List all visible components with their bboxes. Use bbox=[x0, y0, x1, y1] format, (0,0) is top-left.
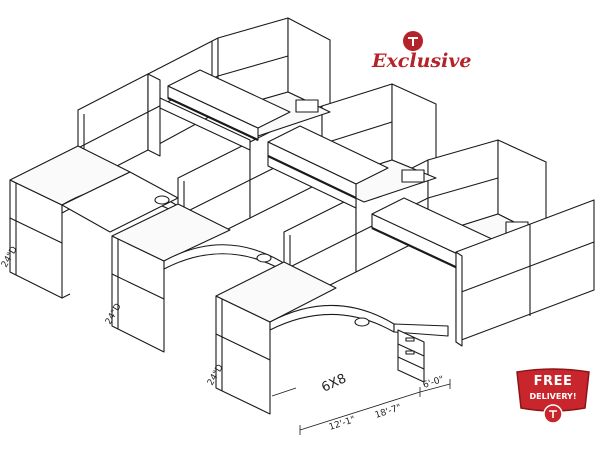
workstation-front-left bbox=[215, 261, 449, 415]
size-label: 6X8 bbox=[319, 371, 348, 395]
brand-logo: Exclusive bbox=[360, 30, 471, 76]
workstation-front-right bbox=[371, 197, 595, 347]
badge-free-text: FREE bbox=[533, 374, 573, 389]
workstation-back-right bbox=[159, 69, 331, 151]
dimension-lines bbox=[271, 379, 451, 435]
th-logo-icon bbox=[403, 31, 423, 51]
workstation-back-left bbox=[9, 145, 179, 299]
overall-width-label: 12'-1" bbox=[328, 415, 357, 433]
free-delivery-badge: FREE DELIVERY! bbox=[513, 368, 593, 424]
workstation-middle-left bbox=[111, 203, 283, 353]
badge-shape bbox=[516, 368, 590, 424]
badge-delivery-text: DELIVERY! bbox=[529, 392, 577, 401]
workstation-middle-right bbox=[267, 125, 437, 209]
brand-name: Exclusive bbox=[372, 50, 472, 72]
